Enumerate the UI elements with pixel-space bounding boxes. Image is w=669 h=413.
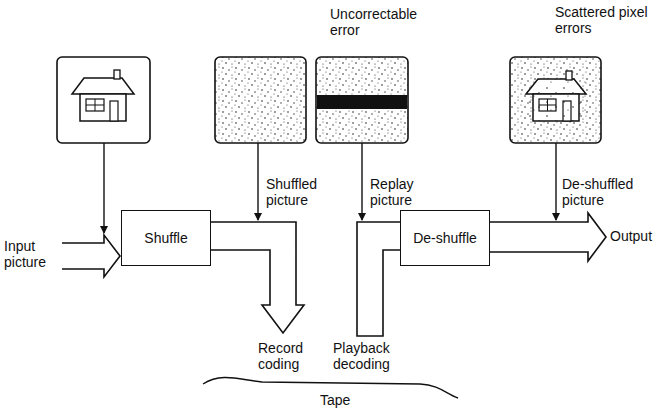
annotation-label: Input picture — [4, 238, 59, 270]
input-thumbnail — [57, 57, 150, 143]
annotation-label: Record coding — [258, 340, 316, 372]
annotation-label: Replay picture — [370, 176, 432, 208]
annotation-label: Playback decoding — [333, 340, 405, 372]
replay-thumbnail — [316, 57, 408, 143]
annotation-label: De-shuffled picture — [562, 176, 652, 208]
process-box: De-shuffle — [400, 210, 490, 266]
box-label: De-shuffle — [407, 230, 483, 246]
box-label: Shuffle — [138, 230, 193, 246]
process-box: Shuffle — [121, 210, 211, 266]
annotation-label: Tape — [318, 392, 352, 408]
annotation-label: Output — [610, 228, 665, 244]
annotation-label: Uncorrectable error — [330, 6, 430, 38]
annotation-label: Shuffled picture — [266, 176, 336, 208]
deshuffled-thumbnail — [510, 57, 601, 143]
annotation-label: Scattered pixel errors — [555, 4, 650, 36]
shuffled-thumbnail — [215, 57, 306, 143]
